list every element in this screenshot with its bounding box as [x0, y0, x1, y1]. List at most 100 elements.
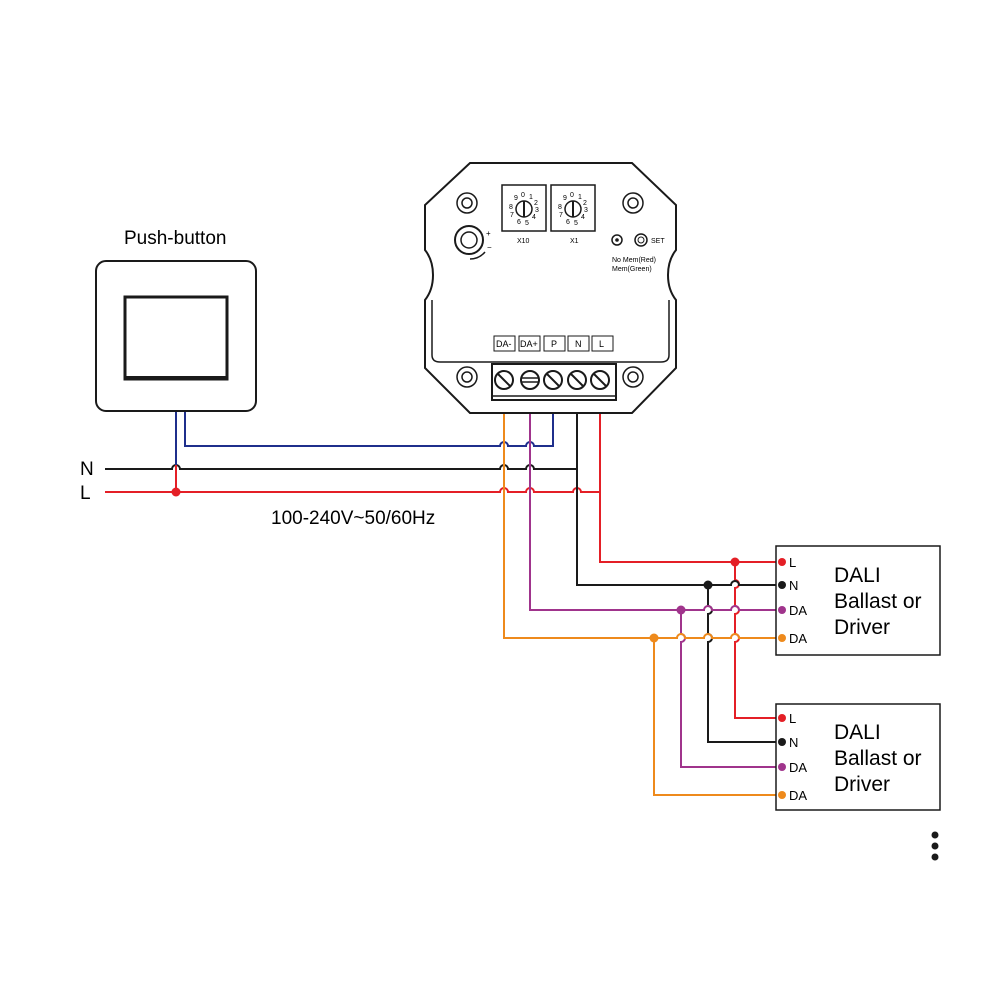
- ballast-2-da2-terminal[interactable]: [778, 791, 786, 799]
- terminal-label-n-box: [567, 335, 590, 352]
- push-button-device: Push-button: [95, 228, 257, 412]
- potentiometer-minus: −: [487, 243, 492, 252]
- wire-da-plus-ballast2: [680, 610, 782, 768]
- ballast-2-l-terminal[interactable]: [778, 714, 786, 722]
- terminal-labels: DA- DA+ P N L: [493, 335, 614, 352]
- push-button-title: Push-button: [124, 228, 226, 249]
- x1-label: X1: [570, 238, 579, 245]
- ballast-2-terminal-l: L: [789, 711, 796, 726]
- mounting-hole-bottom-left-inner: [461, 371, 473, 383]
- terminal-label-n: N: [575, 339, 582, 349]
- terminal-block: [491, 363, 617, 401]
- push-button-key: [123, 295, 229, 381]
- dali-ballast-2: L N DA DA DALI Ballast or Driver: [775, 703, 941, 811]
- terminal-screw-l[interactable]: [590, 370, 610, 390]
- continuation-dots: [931, 831, 939, 861]
- x10-digit-6: 6: [517, 219, 521, 226]
- potentiometer-knob[interactable]: + −: [454, 225, 492, 260]
- rotary-switch-x1[interactable]: 0 1 2 3 4 5 6 7 8 9 X1: [550, 184, 596, 245]
- screw-da-plus-head: [520, 370, 540, 390]
- terminal-screw-n[interactable]: [567, 370, 587, 390]
- terminal-label-da-minus: DA-: [496, 339, 512, 349]
- x1-digit-6: 6: [566, 219, 570, 226]
- terminal-screw-da-minus[interactable]: [494, 370, 514, 390]
- ballast-2-box: [775, 703, 941, 811]
- wire-da-plus-ballast: [529, 388, 782, 611]
- junction-pushbutton-l: [171, 487, 181, 497]
- x1-digit-5: 5: [574, 220, 578, 227]
- ballast-1-da1-terminal[interactable]: [778, 606, 786, 614]
- wire-pushbutton-p: [184, 388, 554, 447]
- mounting-hole-bottom-right-inner: [627, 371, 639, 383]
- x10-digit-4: 4: [532, 214, 536, 221]
- terminal-label-p-box: [543, 335, 566, 352]
- terminal-label-p: P: [551, 339, 557, 349]
- x10-digit-9: 9: [514, 195, 518, 202]
- junction-l: [730, 557, 740, 567]
- terminal-screw-da-plus[interactable]: [520, 370, 540, 390]
- ballast-2-n-terminal[interactable]: [778, 738, 786, 746]
- ballast-2-title-line2: Ballast or: [834, 747, 922, 770]
- junction-n: [703, 580, 713, 590]
- ballast-1-n-terminal[interactable]: [778, 581, 786, 589]
- terminal-label-l-box: [591, 335, 614, 352]
- x1-digit-3: 3: [584, 207, 588, 214]
- x10-digit-8: 8: [509, 204, 513, 211]
- x10-digit-1: 1: [529, 194, 533, 201]
- x1-digit-2: 2: [583, 200, 587, 207]
- mains-voltage-label: 100-240V~50/60Hz: [271, 508, 435, 529]
- ballast-1-l-terminal[interactable]: [778, 558, 786, 566]
- ballast-2-da1-terminal[interactable]: [778, 763, 786, 771]
- ballast-1-terminal-da1: DA: [789, 603, 807, 618]
- potentiometer-scale: [469, 251, 486, 260]
- x10-digit-3: 3: [535, 207, 539, 214]
- mounting-holes: [456, 192, 644, 388]
- continuation-dot-3: [931, 853, 939, 861]
- mounting-hole-top-left-inner: [461, 197, 473, 209]
- set-button-label: SET: [651, 238, 665, 245]
- ballast-2-terminal-da1: DA: [789, 760, 807, 775]
- junction-da-minus: [649, 633, 659, 643]
- x1-digit-0: 0: [570, 192, 574, 199]
- set-button-inner: [637, 236, 645, 244]
- ballast-1-terminal-da2: DA: [789, 631, 807, 646]
- mains-n-label: N: [80, 459, 94, 480]
- mounting-hole-top-right-inner: [627, 197, 639, 209]
- x10-digit-0: 0: [521, 192, 525, 199]
- continuation-dot-2: [931, 842, 939, 850]
- x1-digit-4: 4: [581, 214, 585, 221]
- junction-da-plus: [676, 605, 686, 615]
- terminal-label-l: L: [599, 339, 604, 349]
- ballast-1-terminal-l: L: [789, 555, 796, 570]
- dali-controller-module: 0 1 2 3 4 5 6 7 8 9 X10 0 1 2 3 4 5 6 7 …: [424, 162, 677, 414]
- terminal-label-da-plus: DA+: [520, 339, 538, 349]
- ballast-1-title-line3: Driver: [834, 616, 890, 639]
- screw-l-slot: [593, 373, 607, 387]
- potentiometer-core: [460, 231, 478, 249]
- ballast-1-da2-terminal[interactable]: [778, 634, 786, 642]
- potentiometer-plus: +: [486, 229, 491, 238]
- rotary-switch-x10[interactable]: 0 1 2 3 4 5 6 7 8 9 X10: [501, 184, 547, 245]
- wires: [105, 388, 782, 796]
- ballast-1-title-line2: Ballast or: [834, 590, 922, 613]
- dali-ballast-1: L N DA DA DALI Ballast or Driver: [775, 545, 941, 656]
- ballast-2-terminal-n: N: [789, 735, 798, 750]
- wire-da-minus-ballast2: [653, 638, 782, 796]
- ballast-2-terminal-da2: DA: [789, 788, 807, 803]
- junction-dots: [171, 487, 740, 643]
- controller-inner-edge: [431, 300, 670, 363]
- terminal-screw-p[interactable]: [543, 370, 563, 390]
- mains-l-label: L: [80, 483, 91, 504]
- terminal-label-da-minus-box: [493, 335, 516, 352]
- x10-label: X10: [517, 238, 530, 245]
- ballast-1-box: [775, 545, 941, 656]
- wire-l-ballast: [599, 388, 782, 563]
- screw-p-slot: [546, 373, 560, 387]
- x1-digit-1: 1: [578, 194, 582, 201]
- x10-digit-7: 7: [510, 212, 514, 219]
- wire-da-minus-ballast: [503, 388, 782, 639]
- x1-digit-8: 8: [558, 204, 562, 211]
- ballast-1-terminal-n: N: [789, 578, 798, 593]
- ballast-2-title-line1: DALI: [834, 721, 881, 744]
